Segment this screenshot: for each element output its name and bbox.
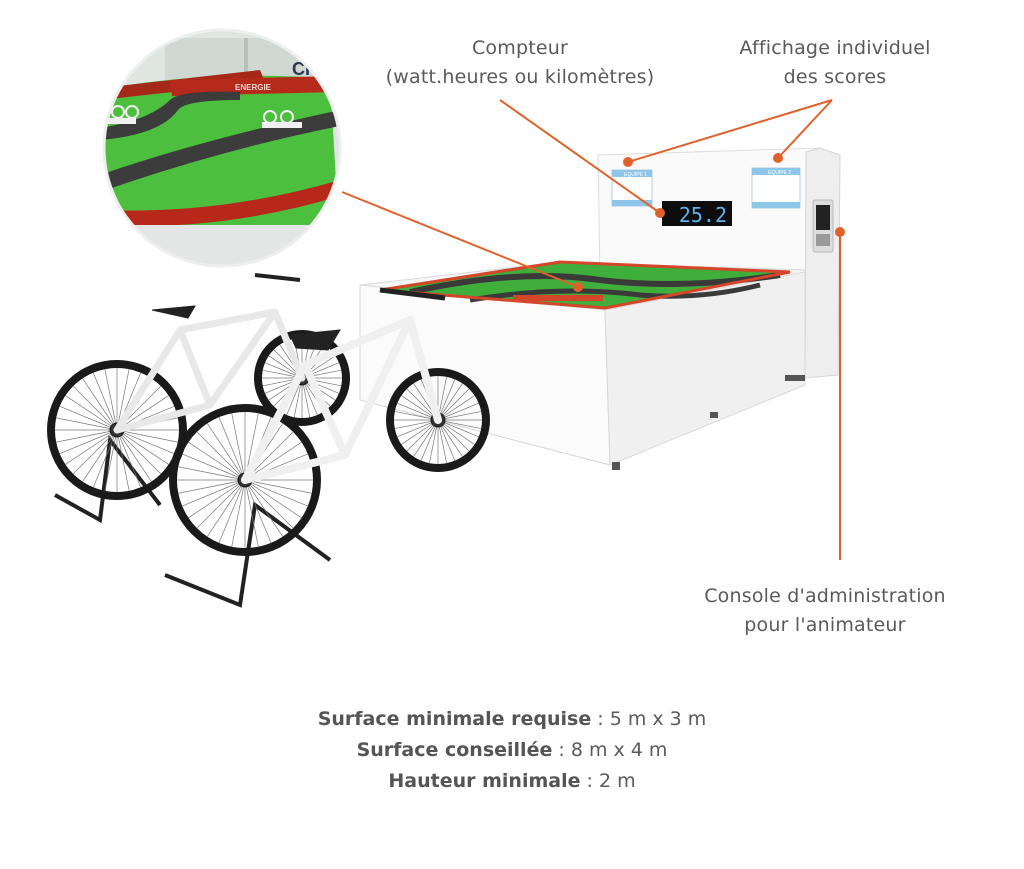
wheel-spoke — [104, 429, 118, 491]
wheel-spoke — [116, 369, 130, 431]
scores-annotation-line2: des scores — [783, 66, 887, 88]
wheel-spoke — [196, 431, 246, 481]
wheel-spoke — [231, 479, 246, 547]
wheel-spoke — [72, 385, 118, 431]
wheel-spoke — [182, 479, 246, 507]
counter-annotation-line1: Compteur — [471, 37, 569, 59]
spec-label: Surface minimale requise — [317, 708, 592, 730]
wheel-spoke — [65, 429, 118, 465]
wheel-spoke — [244, 479, 308, 507]
counter-annotation: Compteur (watt.heures ou kilomètres) — [330, 34, 710, 92]
team1-label: EQUIPE 1 — [624, 172, 647, 178]
wheel-spoke — [72, 429, 118, 475]
wheel-spoke — [206, 423, 246, 481]
spec-min-surface: Surface minimale requise : 5 m x 3 m — [0, 704, 1024, 735]
spec-value: : 8 m x 4 m — [552, 739, 668, 761]
wheel-spoke — [178, 479, 246, 494]
counter-display: 25.2 — [662, 201, 732, 227]
wheel-spoke — [116, 429, 162, 475]
tire — [386, 368, 490, 472]
counter-annotation-line2: (watt.heures ou kilomètres) — [385, 66, 655, 88]
spec-label: Hauteur minimale — [388, 770, 581, 792]
wheel-spoke — [56, 417, 118, 431]
wheel-spoke — [244, 479, 272, 543]
wheel-spoke — [59, 429, 118, 455]
console-annotation-line1: Console d'administration — [704, 585, 946, 607]
wheel-spoke — [206, 479, 246, 537]
spec-value: : 2 m — [580, 770, 636, 792]
wheel-spoke — [116, 429, 169, 465]
tire — [169, 404, 321, 556]
inset-banner: ENERGIE — [235, 83, 272, 92]
wheel-spoke — [92, 372, 118, 431]
wheel-spoke — [196, 479, 246, 529]
console-annotation: Console d'administration pour l'animateu… — [680, 582, 970, 640]
wheel-spoke — [104, 369, 118, 431]
spec-value: : 5 m x 3 m — [591, 708, 707, 730]
spec-min-height: Hauteur minimale : 2 m — [0, 766, 1024, 797]
wheel-spoke — [82, 429, 118, 482]
wheel-spoke — [244, 479, 284, 537]
admin-console — [812, 199, 834, 253]
wheel-spoke — [188, 479, 246, 519]
scores-annotation: Affichage individuel des scores — [720, 34, 950, 92]
wheel-spoke — [231, 413, 246, 481]
racing-table-unit: EQUIPE 1 EQUIPE 2 25.2 — [359, 147, 841, 470]
team1-score-screen: EQUIPE 1 — [611, 169, 653, 207]
space-requirements: Surface minimale requise : 5 m x 3 m Sur… — [0, 704, 1024, 797]
wheel-spoke — [65, 395, 118, 431]
tire — [47, 360, 187, 500]
spec-label: Surface conseillée — [356, 739, 553, 761]
wheel-spoke — [56, 429, 118, 443]
wheel-spoke — [116, 429, 142, 488]
wheel-spoke — [116, 429, 178, 443]
wheel-spoke — [116, 429, 152, 482]
wheel-spoke — [182, 453, 246, 481]
team2-score-screen: EQUIPE 2 — [751, 167, 801, 209]
spec-recommended-surface: Surface conseillée : 8 m x 4 m — [0, 735, 1024, 766]
bike-wheel — [386, 368, 490, 472]
console-annotation-line2: pour l'animateur — [744, 614, 906, 636]
wheel-spoke — [82, 378, 118, 431]
wheel-spoke — [92, 429, 118, 488]
wheel-spoke — [116, 429, 175, 455]
wheel-spoke — [218, 417, 246, 481]
wheel-spoke — [116, 429, 130, 491]
scores-annotation-line1: Affichage individuel — [739, 37, 931, 59]
wheel-spoke — [244, 479, 302, 519]
wheel-spoke — [218, 479, 246, 543]
wheel-spoke — [244, 479, 294, 529]
wheel-spoke — [188, 441, 246, 481]
annotation-leaders — [341, 99, 845, 560]
bikes-on-trainers — [47, 273, 490, 608]
wheel-spoke — [244, 479, 312, 494]
wheel-spoke — [59, 405, 118, 431]
counter-value: 25.2 — [679, 203, 727, 227]
wheel-spoke — [244, 479, 259, 547]
wheel-spoke — [178, 466, 246, 481]
team2-label: EQUIPE 2 — [768, 170, 791, 176]
